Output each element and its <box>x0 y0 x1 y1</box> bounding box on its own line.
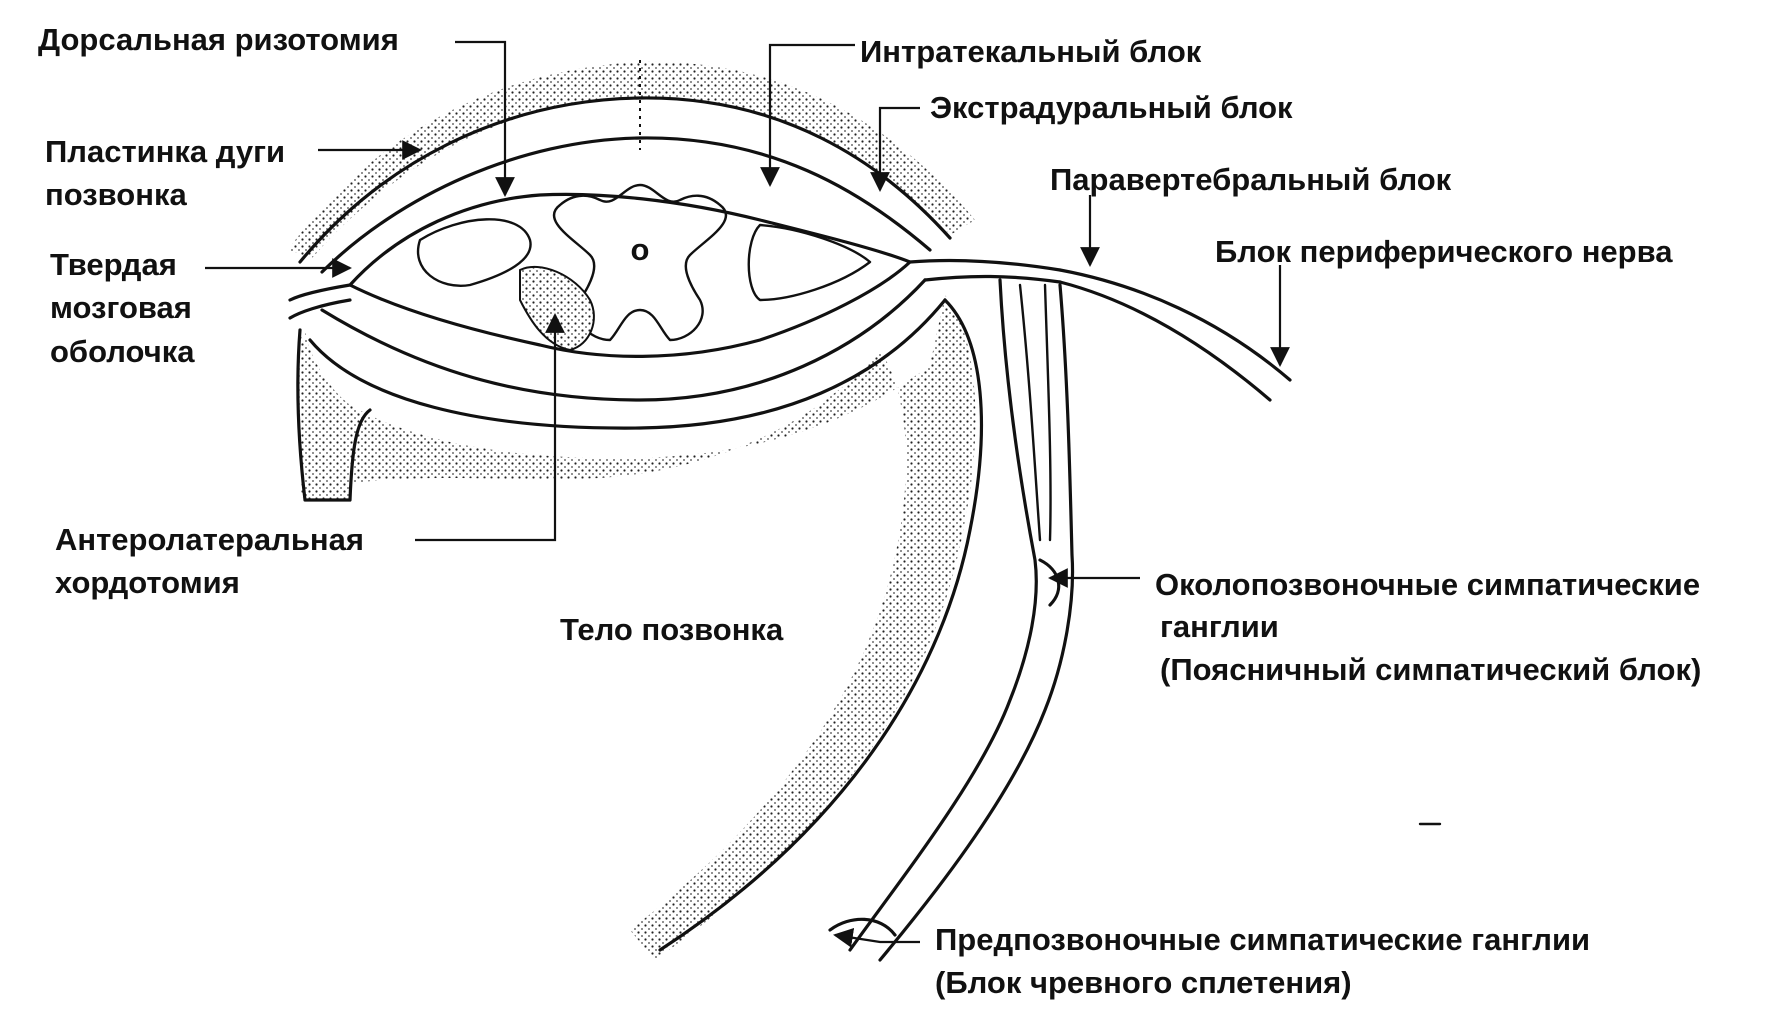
label-anterolateral-1: Антеролатеральная <box>55 522 364 557</box>
label-dorsal-rhizotomy: Дорсальная ризотомия <box>38 22 399 57</box>
left-nerve-root-upper <box>288 283 352 302</box>
label-lamina-2: позвонка <box>45 177 187 212</box>
peripheral-nerve-upper <box>1058 268 1292 382</box>
prevertebral-ganglia-leader <box>833 927 920 948</box>
left-root-lobe <box>416 218 532 287</box>
body-anterior-outline <box>658 298 984 952</box>
label-prevertebral-ganglia-2: (Блок чревного сплетения) <box>935 965 1352 1000</box>
label-paravertebral-block: Паравертебральный блок <box>1050 162 1452 197</box>
dura-lower-outline <box>320 278 927 402</box>
sympathetic-chain-right <box>878 283 1075 962</box>
label-prevertebral-ganglia-1: Предпозвоночные симпатические ганглии <box>935 922 1590 957</box>
dorsal-rhizotomy-leader <box>455 40 515 197</box>
label-dura-2: мозговая <box>50 290 192 325</box>
label-peripheral-nerve-block: Блок периферического нерва <box>1215 234 1673 269</box>
lamina-outline <box>298 96 952 264</box>
label-anterolateral-2: хордотомия <box>55 565 240 600</box>
nerve-root-upper <box>908 258 1062 272</box>
label-extradural-block: Экстрадуральный блок <box>930 90 1293 125</box>
right-root-lobe <box>747 223 872 302</box>
lamina-bone-shading <box>288 61 975 258</box>
label-lamina-1: Пластинка дуги <box>45 134 285 169</box>
rami-communicantes <box>1018 283 1052 542</box>
body-upper-outline <box>308 298 947 430</box>
body-left-shading <box>297 330 360 500</box>
label-paravertebral-ganglia-2: ганглии <box>1160 609 1279 644</box>
paravertebral-ganglion <box>1038 558 1061 607</box>
anterolateral-leader <box>415 313 565 542</box>
label-intrathecal-block: Интратекальный блок <box>860 34 1202 69</box>
dura-upper-outline <box>320 136 932 274</box>
anterolateral-tract-shading <box>519 265 595 352</box>
vertebral-body-shading <box>300 295 976 960</box>
label-dura-3: оболочка <box>50 334 195 369</box>
body-left-outline <box>296 328 372 502</box>
nerve-root-lower <box>923 274 1062 284</box>
label-dura-1: Твердая <box>50 247 177 282</box>
prevertebral-ganglion <box>828 917 897 937</box>
label-vertebral-body: Тело позвонка <box>560 612 784 647</box>
spinal-cord-outline <box>348 192 912 358</box>
peripheral-nerve-lower <box>1058 280 1272 402</box>
extradural-leader <box>870 106 920 192</box>
sympathetic-chain-left <box>848 278 1038 952</box>
left-nerve-root-lower <box>288 298 352 320</box>
intrathecal-leader <box>760 43 855 187</box>
central-canal-label: o <box>631 232 650 267</box>
gray-matter <box>552 183 728 342</box>
label-paravertebral-ganglia-3: (Поясничный симпатический блок) <box>1160 652 1701 687</box>
label-paravertebral-ganglia-1: Околопозвоночные симпатические <box>1155 567 1700 602</box>
